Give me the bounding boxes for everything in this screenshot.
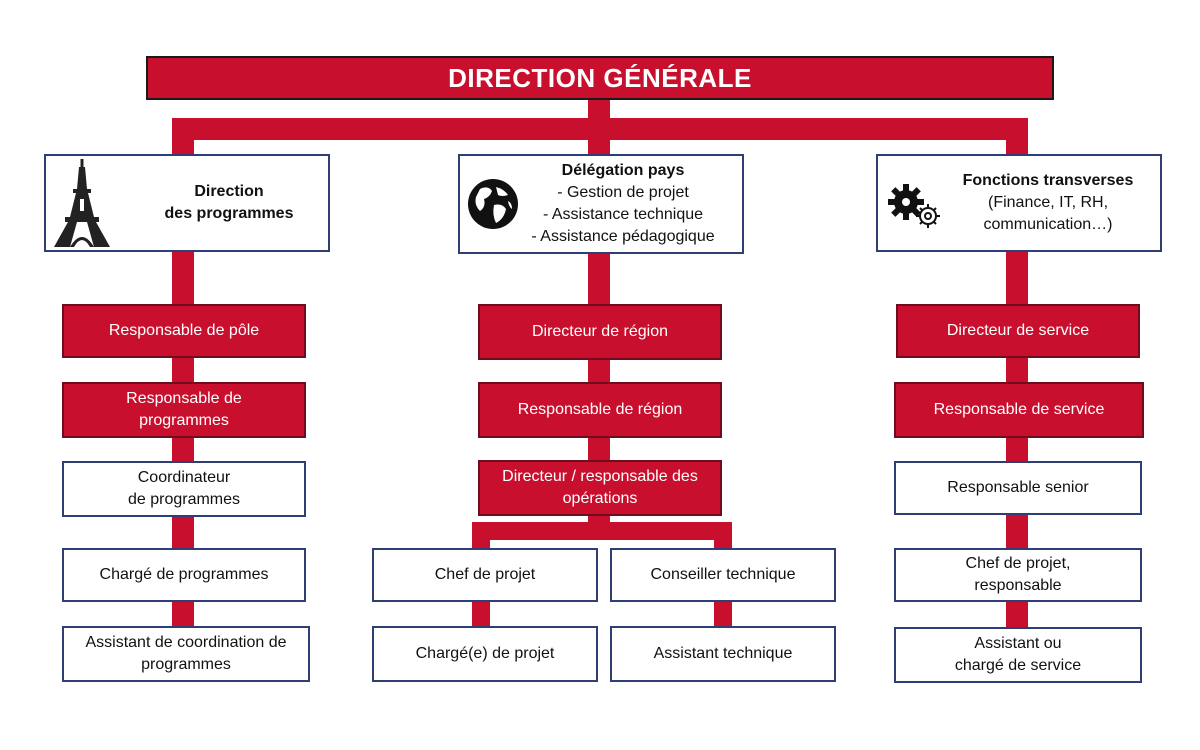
role-label: Responsable de région — [517, 401, 683, 418]
branch-label: Conseiller technique — [650, 566, 796, 583]
connector-left-drop — [172, 118, 194, 158]
connector-trunk — [588, 98, 610, 122]
connector-branch-left-column — [472, 598, 490, 630]
role-label: de programmes — [127, 491, 241, 508]
branch-box: Assistant technique — [610, 626, 836, 682]
connector-center-drop — [588, 118, 610, 158]
role-label: programmes — [141, 656, 231, 673]
role-label: Coordinateur — [137, 469, 231, 486]
role-label: chargé de service — [954, 657, 1082, 674]
role-box: Responsable de service — [894, 382, 1144, 438]
head-transverses-line: communication…) — [983, 216, 1113, 233]
role-label: Chargé de programmes — [99, 566, 269, 583]
head-programmes-line: Direction — [194, 183, 264, 200]
branch-label: Chef de projet — [434, 566, 536, 583]
role-box: Assistant ou chargé de service — [894, 627, 1142, 683]
role-box: Responsable de pôle — [62, 304, 306, 358]
role-label: opérations — [562, 490, 638, 507]
connector-branch-left-drop — [472, 522, 490, 550]
role-label: programmes — [139, 412, 229, 429]
head-delegation-line: - Gestion de projet — [557, 184, 689, 201]
role-box: Chargé de programmes — [62, 548, 306, 602]
direction-generale-box: DIRECTION GÉNÉRALE — [146, 56, 1054, 100]
role-label: Assistant ou — [974, 635, 1062, 652]
branch-box: Chargé(e) de projet — [372, 626, 598, 682]
role-label: Responsable de pôle — [108, 322, 260, 339]
role-label: Responsable de — [126, 390, 242, 407]
head-delegation-line: - Assistance pédagogique — [531, 228, 715, 245]
connector-branch-horizontal — [472, 522, 732, 540]
direction-generale-title: DIRECTION GÉNÉRALE — [448, 63, 752, 93]
branch-box: Chef de projet — [372, 548, 598, 602]
connector-right-drop — [1006, 118, 1028, 158]
role-box: Responsable de région — [478, 382, 722, 438]
connector-branch-right-column — [714, 598, 732, 630]
role-box: Coordinateur de programmes — [62, 461, 306, 517]
role-label: Assistant de coordination de — [85, 634, 287, 651]
head-transverses-line: (Finance, IT, RH, — [987, 194, 1109, 211]
role-box: Directeur de service — [896, 304, 1140, 358]
gears-icon — [888, 184, 940, 228]
role-box: Responsable de programmes — [62, 382, 306, 438]
role-label: Responsable de service — [933, 401, 1105, 418]
role-label: Directeur de service — [946, 322, 1090, 339]
head-transverses-title: Fonctions transverses — [962, 172, 1134, 189]
branch-box: Conseiller technique — [610, 548, 836, 602]
role-label: responsable — [974, 577, 1062, 594]
role-label: Responsable senior — [947, 479, 1089, 496]
head-delegation-line: - Assistance technique — [542, 206, 704, 223]
head-delegation-title: Délégation pays — [561, 162, 685, 179]
role-label: Chef de projet, — [965, 555, 1071, 572]
role-label: Directeur de région — [531, 323, 669, 340]
role-label: Directeur / responsable des — [502, 468, 698, 485]
eiffel-tower-icon — [54, 159, 110, 247]
role-box: Responsable senior — [894, 461, 1142, 515]
role-box: Directeur / responsable des opérations — [478, 460, 722, 516]
branch-label: Assistant technique — [653, 645, 793, 662]
branch-label: Chargé(e) de projet — [415, 645, 555, 662]
connector-branch-right-drop — [714, 522, 732, 550]
head-programmes-line: des programmes — [164, 205, 294, 222]
role-box: Directeur de région — [478, 304, 722, 360]
role-box: Chef de projet, responsable — [894, 548, 1142, 602]
role-box: Assistant de coordination de programmes — [62, 626, 310, 682]
globe-icon — [468, 179, 518, 229]
